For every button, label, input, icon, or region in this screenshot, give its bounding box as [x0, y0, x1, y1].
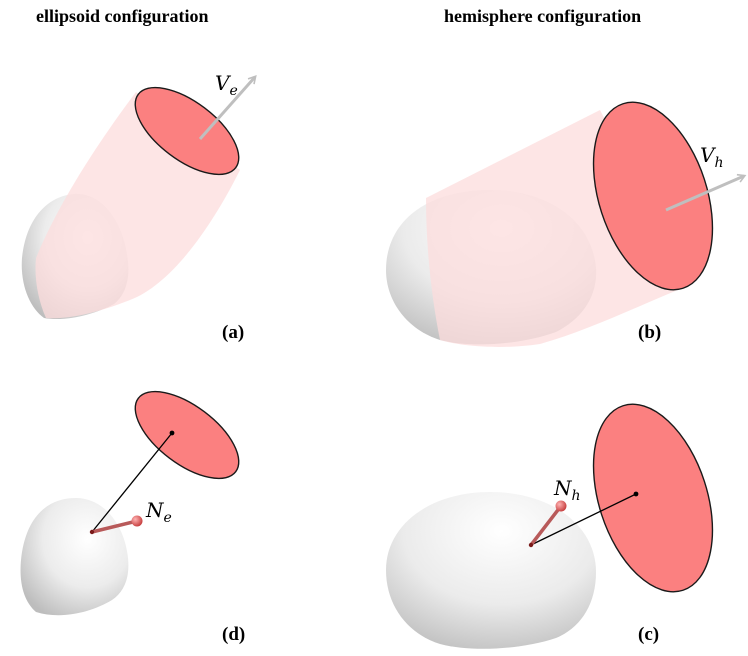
- view-center-dot-c: [633, 491, 639, 497]
- view-ray-c: [530, 493, 637, 546]
- view-vector-vh-arrow: [665, 173, 747, 212]
- view-disk-c: [592, 403, 714, 593]
- symbol-vh: Vh: [700, 143, 723, 171]
- normal-nh-ball: [555, 500, 567, 512]
- normal-ne-stick: [91, 519, 138, 534]
- surface-point-c: [528, 542, 534, 548]
- panel-label-c: (c): [638, 624, 660, 645]
- panel-label-a: (a): [222, 322, 245, 343]
- normal-ne-ball: [131, 515, 143, 527]
- view-disk-b: [592, 101, 714, 291]
- view-center-dot-d: [169, 430, 175, 436]
- hemisphere-shape-c: [386, 492, 596, 649]
- panel-c-diagram: Nh: [386, 403, 714, 649]
- symbol-ve: Ve: [215, 71, 238, 99]
- panel-b-diagram: Vh: [386, 101, 747, 347]
- surface-point-d: [89, 529, 95, 535]
- panel-d-diagram: Ne: [20, 390, 240, 616]
- panel-label-b: (b): [638, 322, 662, 343]
- panel-a-diagram: Ve: [21, 71, 257, 320]
- symbol-ne: Ne: [145, 498, 172, 526]
- normal-nh-stick: [529, 504, 563, 547]
- view-vector-ve-arrow: [198, 75, 257, 140]
- view-disk-d: [134, 390, 240, 480]
- symbol-nh: Nh: [553, 476, 581, 504]
- heading-ellipsoid-configuration: ellipsoid configuration: [36, 6, 209, 26]
- view-disk-a: [134, 86, 240, 176]
- panel-label-d: (d): [222, 624, 246, 645]
- view-ray-d: [91, 432, 173, 533]
- ellipsoid-shape-d: [20, 498, 129, 616]
- heading-hemisphere-configuration: hemisphere configuration: [444, 6, 642, 26]
